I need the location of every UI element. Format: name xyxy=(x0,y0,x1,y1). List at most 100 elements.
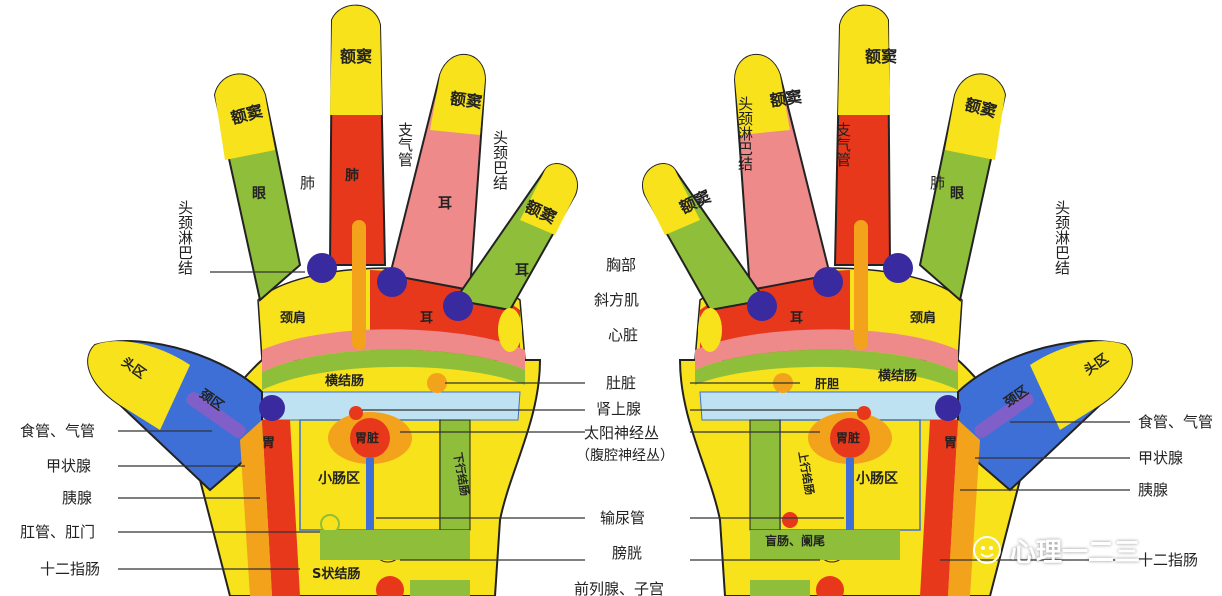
left-side-4: 十二指肠 xyxy=(40,560,100,578)
left-side-1: 甲状腺 xyxy=(46,457,91,475)
center-label-1: 斜方肌 xyxy=(594,291,639,309)
left-liver-dot xyxy=(427,373,447,393)
left-thumb-purple-strip xyxy=(186,392,246,438)
right-label-appendix: 盲肠、阑尾 xyxy=(765,533,825,548)
right-lower-green xyxy=(750,530,900,560)
left-bottom-green xyxy=(410,580,470,596)
left-side-0: 食管、气管 xyxy=(20,422,95,440)
left-annot-lung: 肺 xyxy=(300,174,315,192)
left-adrenal-dot xyxy=(349,406,363,420)
left-label-ear: 耳 xyxy=(420,311,433,326)
left-pancreas-band xyxy=(240,420,272,596)
right-side-2: 胰腺 xyxy=(1138,481,1168,499)
left-lymph-dot-4 xyxy=(259,395,285,421)
left-arc-green xyxy=(262,349,525,390)
left-label-finger-1: 额窦 xyxy=(340,47,372,66)
left-annotations: 头颈淋巴结 肺 支气管 头颈巴结 食管、气管 甲状腺 胰腺 肛管、肛门 十二指肠 xyxy=(20,122,509,578)
right-prostate-dot xyxy=(816,576,844,596)
left-pinky-tip xyxy=(215,74,275,160)
left-label-sigmoid: S状结肠 xyxy=(312,566,360,582)
right-label-small-intestine: 小肠区 xyxy=(856,471,898,487)
left-ring-strip xyxy=(352,220,366,350)
center-label-8: 膀胱 xyxy=(612,544,642,562)
left-lymph-dot-2 xyxy=(377,267,407,297)
right-index-oval xyxy=(698,308,722,352)
right-arc-green xyxy=(695,349,958,390)
center-label-6: （腹腔神经丛） xyxy=(576,447,674,464)
right-thumb-purple-strip xyxy=(974,392,1034,438)
center-label-5: 太阳神经丛 xyxy=(584,424,659,442)
center-label-9: 前列腺、子宫 xyxy=(574,580,664,596)
right-pancreas-band xyxy=(948,420,980,596)
left-label-mid-1: 肺 xyxy=(345,168,359,184)
left-index-tip xyxy=(520,164,578,235)
right-middle-tip xyxy=(735,54,790,135)
right-ring-tip xyxy=(838,5,890,116)
right-adrenal-dot xyxy=(857,406,871,420)
right-annot-lymph2: 头颈淋巴结 xyxy=(1053,200,1071,275)
right-heart-dot xyxy=(830,418,870,458)
left-prostate-dot xyxy=(376,576,404,596)
right-label-ear: 耳 xyxy=(790,311,803,326)
left-label-small-intestine: 小肠区 xyxy=(318,471,360,487)
center-labels: 胸部 斜方肌 心脏 肚脏 肾上腺 太阳神经丛 （腹腔神经丛） 输尿管 膀胱 前列… xyxy=(574,256,674,596)
left-label-mid-0: 眼 xyxy=(252,186,266,202)
right-label-finger-1: 额窦 xyxy=(865,47,897,66)
left-index-oval xyxy=(498,308,522,352)
right-pinky-tip xyxy=(945,74,1005,160)
right-arc-pink xyxy=(695,329,958,372)
watermark: 心理一二三 xyxy=(972,528,1220,572)
left-arc-pink xyxy=(262,329,525,372)
left-label-neck: 颈肩 xyxy=(280,310,306,326)
right-index-tip xyxy=(642,164,700,235)
left-thumb-tip xyxy=(88,341,190,430)
left-side-2: 胰腺 xyxy=(62,489,92,507)
left-lymph-dot-3 xyxy=(443,291,473,321)
right-label-liver: 肝胆 xyxy=(815,376,839,391)
right-appendix-dot xyxy=(782,512,798,528)
left-annot-bronchus: 支气管 xyxy=(396,122,414,167)
center-label-4: 肾上腺 xyxy=(596,400,641,418)
right-stomach-band xyxy=(920,420,958,596)
right-annot-lung: 肺 xyxy=(930,174,945,192)
right-annotations: 头颈淋巴结 支气管 肺 头颈淋巴结 食管、气管 甲状腺 胰腺 十二指肠 xyxy=(736,96,1213,569)
left-label-mid-3: 耳 xyxy=(515,263,529,279)
center-label-7: 输尿管 xyxy=(600,509,645,527)
center-label-3: 肚脏 xyxy=(606,374,636,392)
left-annot-lymph: 头颈淋巴结 xyxy=(176,200,194,275)
right-label-eye: 眼 xyxy=(950,186,964,202)
left-label-mid-2: 耳 xyxy=(438,196,452,212)
right-annot-bronchus: 支气管 xyxy=(834,122,852,167)
right-lymph-dot-1 xyxy=(883,253,913,283)
left-stomach-band xyxy=(262,420,300,596)
left-middle-tip xyxy=(430,54,485,135)
right-ring-strip xyxy=(854,220,868,350)
right-thumb-tip xyxy=(1030,341,1132,430)
left-hand xyxy=(87,4,578,596)
right-bottom-green xyxy=(750,580,810,596)
left-label-transverse: 横结肠 xyxy=(325,373,364,389)
left-ring-tip xyxy=(330,5,382,116)
leader-lines xyxy=(118,271,1130,570)
wechat-icon xyxy=(973,536,1001,564)
right-ascending-colon xyxy=(749,419,781,531)
left-annot-lymph2: 头颈巴结 xyxy=(491,130,509,190)
left-lymph-dot-1 xyxy=(307,253,337,283)
right-hand xyxy=(642,4,1133,596)
left-sigmoid xyxy=(320,530,470,560)
right-annot-lymph: 头颈淋巴结 xyxy=(736,96,754,171)
left-heart-dot xyxy=(350,418,390,458)
center-label-2: 心脏 xyxy=(608,326,638,344)
right-ureter xyxy=(846,458,854,538)
watermark-text: 心理一二三 xyxy=(1010,537,1141,568)
right-side-3: 十二指肠 xyxy=(1138,551,1198,569)
right-label-heart-zone: 胃脏 xyxy=(836,430,860,445)
left-ureter xyxy=(366,458,374,538)
center-label-0: 胸部 xyxy=(606,256,636,274)
right-side-0: 食管、气管 xyxy=(1138,413,1213,431)
right-lymph-dot-4 xyxy=(935,395,961,421)
right-label-finger-2: 额窦 xyxy=(769,87,803,110)
left-side-3: 肛管、肛门 xyxy=(20,523,95,541)
right-label-neck: 颈肩 xyxy=(910,310,936,326)
